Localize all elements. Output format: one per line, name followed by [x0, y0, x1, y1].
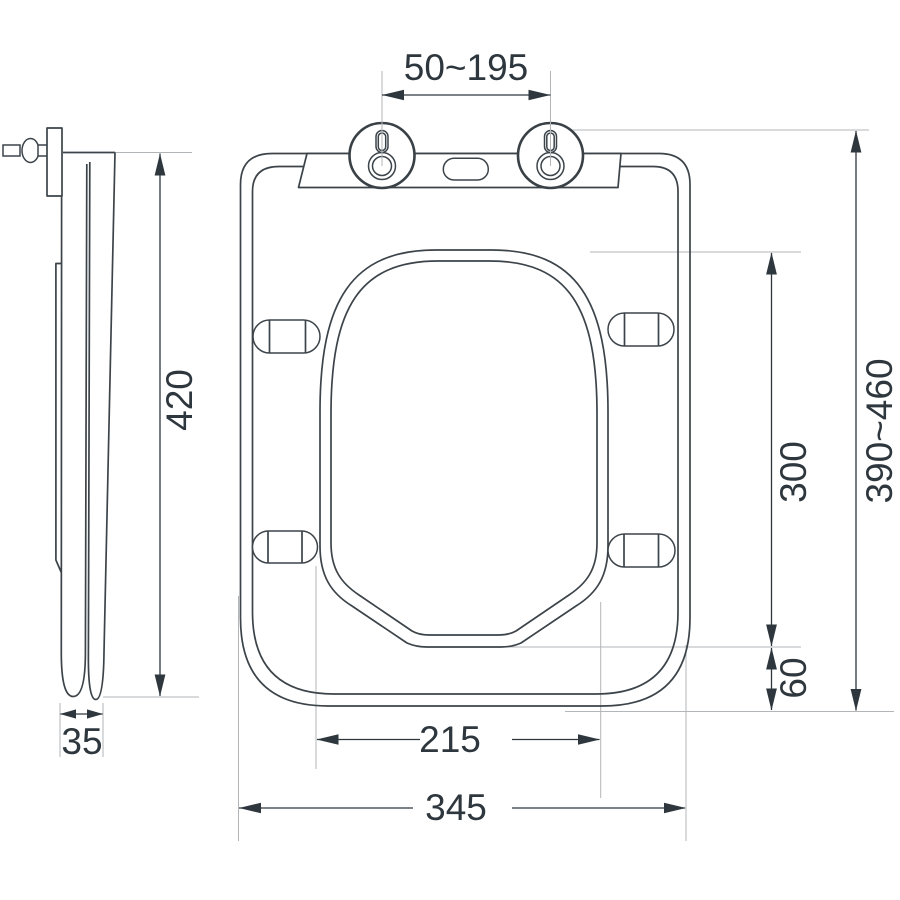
damper-button — [442, 157, 490, 181]
bumper-bottom-right-body — [607, 533, 676, 568]
arrow-right — [664, 802, 686, 814]
bumper-top-right — [607, 312, 675, 347]
opening-inner-contour — [330, 260, 598, 636]
dimensions: 50~195 420 300 60 390~460 — [60, 47, 900, 828]
bumper-bottom-left — [251, 530, 319, 564]
dimension-label-seat-width: 345 — [425, 787, 487, 828]
dimension-opening-length: 300 — [766, 252, 814, 647]
arrow-left — [382, 89, 404, 101]
arrow-up — [154, 153, 166, 176]
dimension-seat-width: 345 — [239, 787, 686, 828]
hinge-pin-neck — [37, 144, 49, 157]
dimension-label-opening-length: 300 — [773, 441, 814, 503]
dimension-label-opening-width: 215 — [419, 719, 481, 760]
arrow-left — [239, 802, 261, 814]
arrow-down — [766, 688, 777, 711]
arrow-down — [850, 689, 862, 711]
arrow-up — [766, 647, 777, 670]
dimension-seat-length: 420 — [154, 153, 200, 697]
arrow-up — [766, 252, 777, 275]
opening-outer-contour — [319, 249, 609, 648]
dimension-label-fixing-range: 390~460 — [859, 358, 900, 503]
bumper-bottom-right — [607, 533, 676, 568]
seat-back-edge — [55, 262, 63, 573]
arrow-left — [316, 734, 339, 745]
side-view — [2, 127, 116, 701]
bumper-bottom-left-body — [251, 530, 319, 564]
dimension-hinge-spacing: 50~195 — [382, 47, 551, 101]
bumper-top-left-body — [252, 319, 321, 354]
seat-ring-profile — [60, 163, 88, 698]
dimension-label-seat-length: 420 — [159, 369, 200, 431]
seat-outer-contour — [239, 152, 691, 707]
bumper-top-right-body — [607, 312, 675, 347]
arrow-up — [850, 130, 862, 153]
dimension-label-rear-offset: 60 — [773, 657, 814, 698]
hinge-pin-end — [2, 144, 21, 157]
hinge-bracket — [46, 127, 63, 197]
arrow-left — [60, 709, 76, 719]
arrow-down — [766, 624, 777, 647]
plan-view — [239, 71, 691, 707]
dimension-fixing-range: 390~460 — [850, 130, 900, 711]
dimension-label-hinge-spacing: 50~195 — [404, 47, 529, 88]
dimension-label-seat-thickness: 35 — [61, 721, 102, 762]
extension-lines — [59, 129, 894, 841]
arrow-down — [154, 674, 166, 697]
arrow-right — [87, 709, 103, 719]
bumper-top-left — [252, 319, 321, 354]
hinge-pin-knob — [21, 137, 40, 164]
dimension-opening-width: 215 — [316, 719, 600, 760]
dimension-rear-offset: 60 — [766, 647, 814, 711]
dimension-seat-thickness: 35 — [60, 709, 103, 762]
lid-profile — [87, 152, 116, 701]
arrow-right — [578, 734, 600, 745]
seat-inner-contour — [251, 165, 679, 695]
arrow-right — [528, 89, 551, 101]
